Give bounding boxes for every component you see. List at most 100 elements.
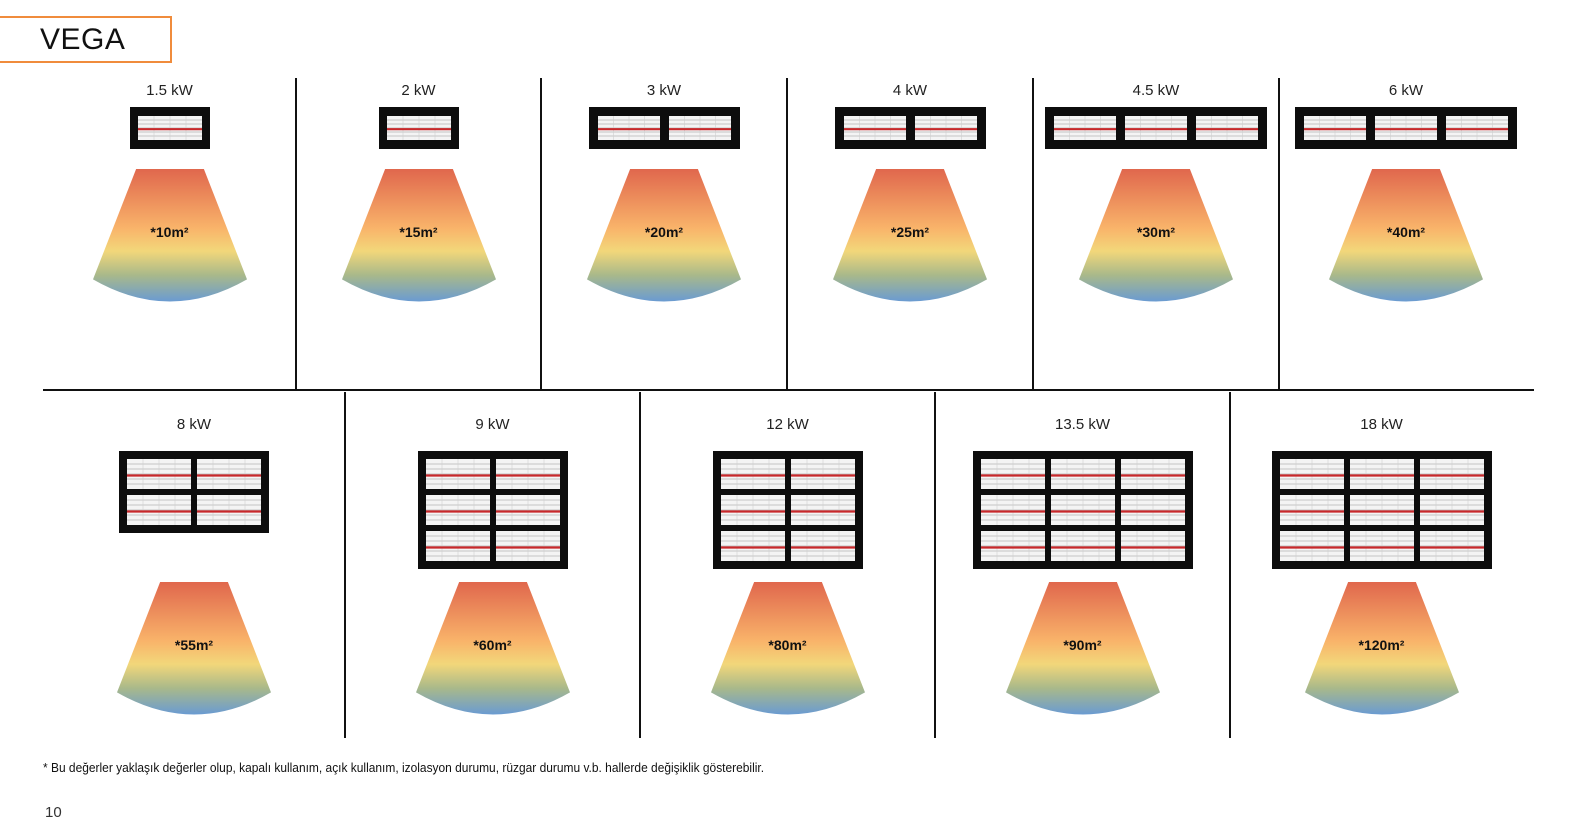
power-rating-label: 2 kW [401, 82, 436, 99]
heater-unit [712, 451, 863, 569]
heating-element-panel [1120, 531, 1185, 561]
heater-unit [834, 107, 986, 149]
power-rating-label: 9 kW [475, 416, 510, 433]
coverage-area-label: *30m² [1136, 224, 1176, 240]
heater-unit [378, 107, 459, 149]
heat-coverage-cone [92, 169, 247, 302]
coverage-area-label: *120m² [1358, 637, 1405, 653]
heat-coverage-cone [1079, 169, 1233, 302]
column-divider [295, 78, 297, 390]
heating-element-panel [1050, 495, 1115, 525]
coverage-area-label: *60m² [473, 637, 512, 653]
coverage-area-label: *55m² [174, 637, 214, 653]
heating-element-panel [597, 116, 660, 140]
heating-element-panel [790, 495, 855, 525]
column-divider [934, 392, 936, 738]
heat-coverage-cone [1005, 582, 1160, 715]
heating-element-panel [425, 495, 490, 525]
heater-model-cell: 3 kW *20m² [0, 76, 1595, 392]
column-divider [540, 78, 542, 390]
heater-model-cell: 2 kW *15m² [0, 76, 1595, 392]
coverage-area-label: *90m² [1063, 637, 1102, 653]
heating-element-panel [1279, 459, 1344, 489]
heater-model-cell: 8 kW *55m² [0, 392, 1595, 738]
heating-element-panel [127, 495, 191, 525]
heating-element-panel [1349, 531, 1414, 561]
coverage-area-label: *40m² [1386, 224, 1426, 240]
heating-element-panel [1304, 116, 1366, 140]
product-title: VEGA [0, 16, 172, 63]
heater-unit [1295, 107, 1517, 149]
heating-element-panel [495, 531, 560, 561]
heater-unit [129, 107, 210, 149]
heating-element-panel [425, 459, 490, 489]
heat-coverage-cone [415, 582, 570, 715]
heater-unit [1271, 451, 1492, 569]
power-rating-label: 3 kW [646, 82, 682, 99]
heating-element-panel [668, 116, 731, 140]
coverage-area-label: *20m² [644, 224, 684, 240]
heater-model-cell: 1.5 kW *10m² [0, 76, 1595, 392]
column-divider [786, 78, 788, 390]
coverage-area-label: *25m² [890, 224, 930, 240]
heat-coverage-cone [1304, 582, 1459, 715]
coverage-area-label: *10m² [150, 224, 189, 240]
heating-element-panel [1419, 459, 1484, 489]
row-divider [43, 389, 1534, 391]
heater-model-cell: 18 kW *120m² [0, 392, 1595, 738]
heating-element-panel [914, 116, 977, 140]
power-rating-label: 4.5 kW [1132, 82, 1180, 99]
power-rating-label: 4 kW [892, 82, 928, 99]
heater-unit [119, 451, 269, 533]
heating-element-panel [720, 459, 785, 489]
column-divider [1032, 78, 1034, 390]
heating-element-panel [790, 459, 855, 489]
heating-element-panel [1196, 116, 1258, 140]
heater-model-cell: 6 kW *40m² [0, 76, 1595, 392]
heating-element-panel [1349, 495, 1414, 525]
heating-element-panel [1050, 531, 1115, 561]
product-title-text: VEGA [40, 22, 126, 56]
heater-model-cell: 4.5 kW *30m² [0, 76, 1595, 392]
heating-element-panel [495, 459, 560, 489]
heating-element-panel [1279, 495, 1344, 525]
heating-element-panel [1375, 116, 1437, 140]
heating-element-panel [1419, 531, 1484, 561]
heating-element-panel [980, 495, 1045, 525]
heat-coverage-cone [1329, 169, 1483, 302]
heat-coverage-cone [833, 169, 987, 302]
heating-element-panel [980, 459, 1045, 489]
coverage-area-label: *15m² [399, 224, 438, 240]
heating-element-panel [1349, 459, 1414, 489]
column-divider [344, 392, 346, 738]
heating-element-panel [1279, 531, 1344, 561]
page-number: 10 [45, 804, 62, 821]
power-rating-label: 18 kW [1360, 416, 1403, 433]
heating-element-panel [980, 531, 1045, 561]
column-divider [1229, 392, 1231, 738]
coverage-area-label: *80m² [768, 637, 807, 653]
heating-element-panel [790, 531, 855, 561]
heater-model-cell: 12 kW *80m² [0, 392, 1595, 738]
heat-coverage-cone [117, 582, 271, 715]
heater-model-cell: 9 kW *60m² [0, 392, 1595, 738]
power-rating-label: 1.5 kW [146, 82, 193, 99]
heating-element-panel [425, 531, 490, 561]
heating-element-panel [197, 495, 261, 525]
column-divider [639, 392, 641, 738]
heating-element-panel [1125, 116, 1187, 140]
heating-element-panel [137, 116, 202, 140]
heating-element-panel [127, 459, 191, 489]
heater-unit [972, 451, 1193, 569]
heater-model-cell: 4 kW *25m² [0, 76, 1595, 392]
heat-coverage-cone [587, 169, 741, 302]
column-divider [1278, 78, 1280, 390]
heater-unit [417, 451, 568, 569]
power-rating-label: 12 kW [766, 416, 809, 433]
heating-element-panel [720, 495, 785, 525]
heating-element-panel [720, 531, 785, 561]
heating-element-panel [1054, 116, 1116, 140]
heating-element-panel [1419, 495, 1484, 525]
heating-element-panel [1120, 495, 1185, 525]
